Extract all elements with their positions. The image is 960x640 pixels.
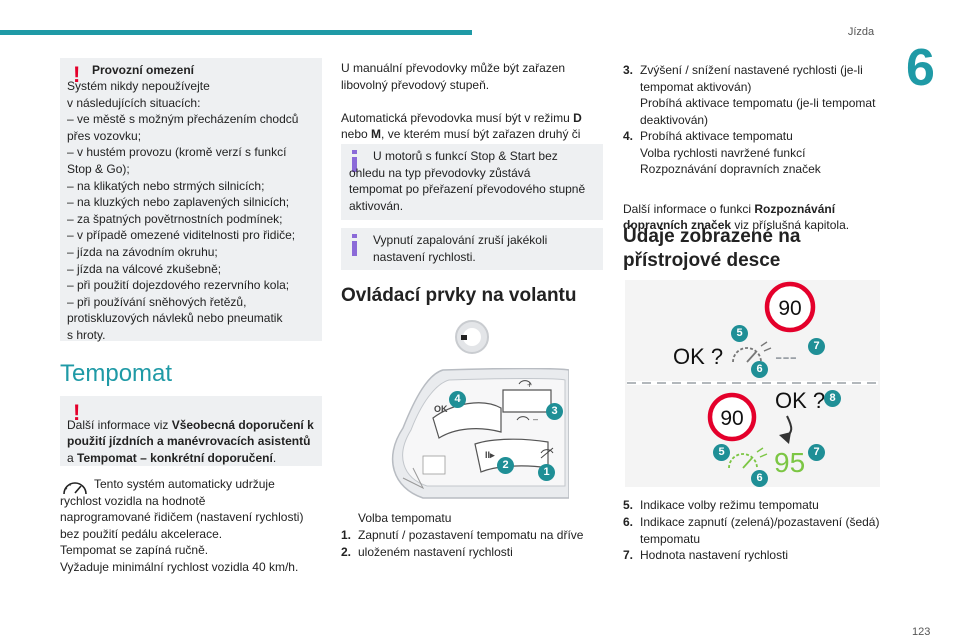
list-item-text: Volba tempomatu [358, 511, 452, 525]
list-item-text: Probíhá aktivace tempomatu Volba rychlos… [640, 129, 821, 177]
speed-limit-sign-top: 90 [778, 297, 801, 320]
info-stop-start-text: U motorů s funkcí Stop & Start bez ohled… [349, 149, 586, 213]
speed-limit-sign-bottom: 90 [720, 407, 743, 430]
warning-box-limits [60, 58, 322, 341]
callout-badge-5: 5 [713, 444, 730, 461]
ok-prompt-top: OK ? [673, 344, 723, 369]
gearbox-paragraph: U manuální převodovky může být zařazen l… [341, 61, 566, 92]
info-icon [349, 234, 363, 256]
warning-body: Systém nikdy nepoužívejte v následujícíc… [67, 79, 299, 342]
callout-badge-6: 6 [751, 470, 768, 487]
chapter-number: 6 [906, 39, 935, 97]
list-item-text: Zapnutí / pozastavení tempomatu na dříve… [358, 528, 584, 559]
svg-text:–: – [533, 414, 538, 424]
callout-badge-7: 7 [808, 444, 825, 461]
section-title-tempomat: Tempomat [60, 360, 173, 387]
callout-badge-4: 4 [449, 391, 466, 408]
callout-badge-6: 6 [751, 361, 768, 378]
list-item: 5. [623, 498, 634, 512]
svg-text:+: + [527, 380, 532, 390]
list-item: 3. [623, 63, 634, 77]
list-item-text: Hodnota nastavení rychlosti [640, 548, 789, 562]
ok-prompt-bottom: OK ? [775, 388, 825, 413]
warning-icon: ! [73, 400, 81, 425]
info-icon [349, 150, 363, 172]
info-ignition-text: Vypnutí zapalování zruší jakékoli nastav… [373, 233, 548, 264]
set-speed-value: 95 [774, 447, 805, 478]
page-number: 123 [912, 626, 931, 638]
cruise-control-icon [63, 482, 87, 495]
list-item: 7. [623, 548, 634, 562]
warning-see-also: Další informace viz Všeobecná doporučení… [67, 417, 314, 465]
callout-badge-1: 1 [538, 464, 555, 481]
list-item: 2. [341, 544, 352, 559]
list-item: 6. [623, 515, 634, 529]
warning-icon: ! [73, 62, 81, 87]
section-label: Jízda [847, 26, 875, 38]
callout-badge-7: 7 [808, 338, 825, 355]
heading-steering-controls: Ovládací prvky na volantu [341, 285, 577, 306]
info-box-stop-start [341, 144, 603, 220]
warning-box-info [60, 396, 322, 466]
callout-badge-2: 2 [497, 457, 514, 474]
more-info-paragraph: Další informace o funkci Rozpoznávání do… [623, 201, 850, 233]
list-item-text: Indikace zapnutí (zelená)/pozastavení (š… [640, 515, 880, 546]
header-accent-bar [0, 30, 472, 35]
heading-instrument-panel: Údaje zobrazené na přístrojové desce [623, 226, 801, 271]
cruise-control-intro: Tento systém automaticky udržuje rychlos… [60, 477, 304, 574]
steering-wheel-icon [455, 320, 489, 354]
instrument-panel-illustration: 90 OK ? --- 90 OK ? 95 [627, 281, 878, 478]
callout-badge-8: 8 [824, 390, 841, 407]
list-item: 4. [623, 129, 634, 143]
callout-badge-3: 3 [546, 403, 563, 420]
warning-title: Provozní omezení [92, 63, 195, 77]
callout-badge-5: 5 [731, 325, 748, 342]
list-item: 1. [341, 527, 352, 542]
list-item-text: Indikace volby režimu tempomatu [640, 498, 819, 512]
info-box-ignition [341, 228, 603, 270]
speed-placeholder-dashes: --- [775, 344, 797, 369]
list-item-text: Zvýšení / snížení nastavené rychlosti (j… [640, 63, 876, 127]
automatic-gearbox-paragraph: Automatická převodovka musí být v režimu… [341, 110, 582, 158]
steering-controls-illustration: + – OK II▸ [392, 368, 569, 499]
svg-text:II▸: II▸ [485, 450, 495, 460]
ok-button-label: OK [434, 404, 448, 414]
